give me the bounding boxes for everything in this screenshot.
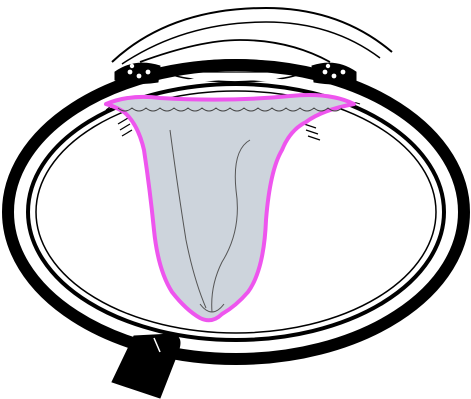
vitreous-body [106,95,354,320]
ciliary-body-left [115,63,160,84]
cornea-outer-arc [140,40,330,62]
ciliary-body-right [312,63,356,84]
